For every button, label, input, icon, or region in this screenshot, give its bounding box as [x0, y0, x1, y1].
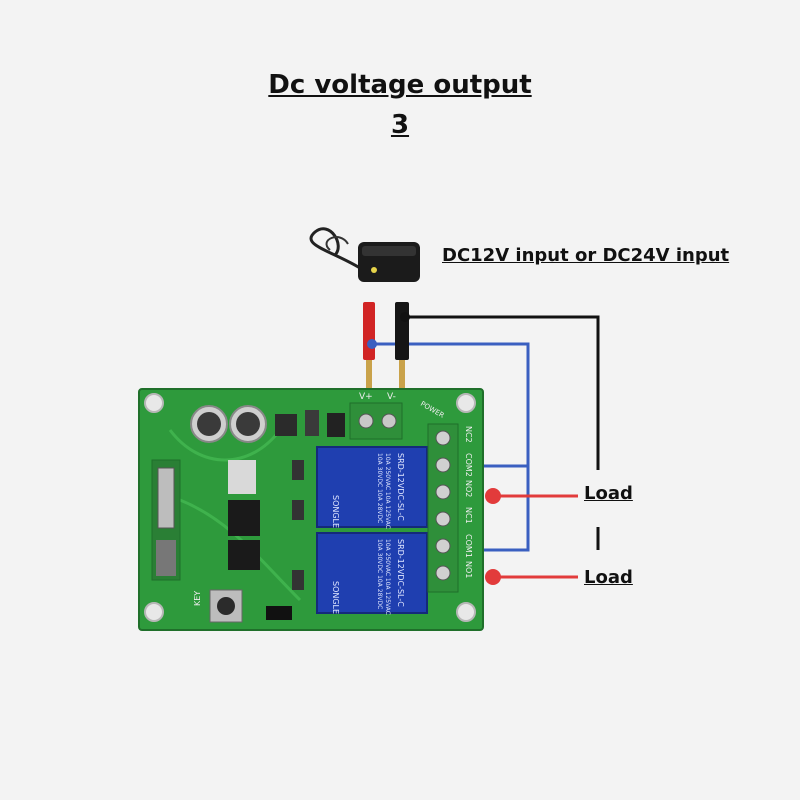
blue-wire	[372, 342, 530, 552]
relay1-spec1: 10A 250VAC 10A 125VAC	[384, 453, 391, 529]
relay-board: KEY V+ V- POWER SRD-12VDC-SL-C 10A 250VA…	[138, 388, 484, 631]
load-label-2: Load	[584, 567, 633, 588]
black-wire	[405, 315, 600, 470]
relay1-model: SRD-12VDC-SL-C	[396, 453, 405, 521]
page-subtitle: 3	[390, 110, 410, 140]
key-text: KEY	[193, 591, 202, 606]
relay2-brand: SONGLE	[331, 581, 340, 614]
pin-nc1: NC1	[464, 507, 473, 524]
relay1-spec2: 10A 30VDC 10A 28VDC	[376, 453, 383, 523]
relay2-model: SRD-12VDC-SL-C	[396, 539, 405, 607]
relay1-brand: SONGLE	[331, 495, 340, 528]
pin-no1: NO1	[464, 561, 473, 578]
power-mark-vplus: V+	[359, 392, 373, 402]
pin-no2: NO2	[464, 480, 473, 497]
input-label: DC12V input or DC24V input	[442, 245, 730, 266]
pin-com2: COM2	[464, 453, 473, 477]
pin-com1: COM1	[464, 534, 473, 558]
power-adapter-icon	[309, 227, 420, 282]
page-title: Dc voltage output	[268, 70, 532, 100]
load-label-1: Load	[584, 483, 633, 504]
power-mark-vminus: V-	[387, 392, 396, 402]
pin-nc2: NC2	[464, 426, 473, 443]
relay2-spec2: 10A 30VDC 10A 28VDC	[376, 539, 383, 609]
relay2-spec1: 10A 250VAC 10A 125VAC	[384, 539, 391, 615]
